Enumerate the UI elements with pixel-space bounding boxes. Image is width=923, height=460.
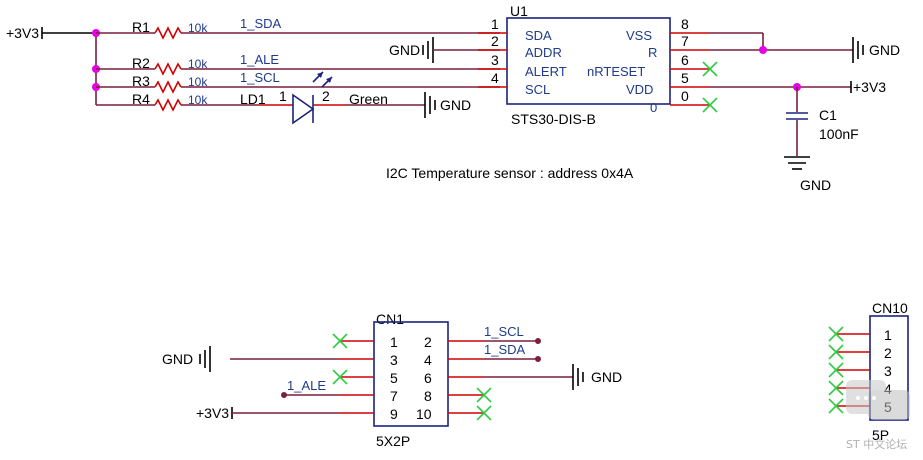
pin-name: nRTESET: [587, 64, 645, 79]
no-connect-marker: [828, 380, 844, 396]
no-connect-marker: [702, 61, 718, 77]
ground-symbol-cn1-right: GND: [484, 364, 622, 390]
capacitor-c1[interactable]: C1 100nF: [786, 87, 859, 156]
junction-dot: [759, 46, 767, 54]
ground-symbol-cn1-left: GND: [162, 346, 340, 372]
no-connect-marker: [828, 344, 844, 360]
net-label-3v3-cn1: +3V3: [196, 405, 229, 421]
connector-ref: CN10: [872, 300, 908, 316]
svg-text:GND: GND: [869, 42, 900, 58]
resistor-ref: R2: [132, 55, 150, 71]
ic-u1[interactable]: U1 1 2 3 4 SDA ADDR ALERT SCL 8 7 6 5 0 …: [478, 3, 710, 127]
net-label-ale: 1_ALE: [240, 52, 279, 67]
no-connect-marker: [332, 333, 348, 349]
svg-text:GND: GND: [162, 351, 193, 367]
svg-text:3: 3: [390, 352, 398, 368]
led-pin2: 2: [322, 88, 330, 104]
schematic-caption: I2C Temperature sensor : address 0x4A: [386, 165, 634, 181]
no-connect-marker: [332, 369, 348, 385]
pin-name: VDD: [626, 82, 653, 97]
svg-text:4: 4: [424, 352, 432, 368]
svg-text:6: 6: [424, 370, 432, 386]
pin-name: ADDR: [525, 45, 562, 60]
resistor-value: 10k: [188, 57, 208, 71]
no-connect-marker: [828, 398, 844, 414]
svg-text:4: 4: [491, 70, 499, 86]
resistor-r3[interactable]: R3 10k: [96, 73, 500, 94]
connector-cn1[interactable]: CN1 1 3 5 7 9 2 4 6 8 10 5X2P: [340, 311, 484, 449]
connector-part: 5P: [872, 427, 889, 443]
pin-name: SDA: [525, 28, 552, 43]
svg-text:2: 2: [491, 33, 499, 49]
no-connect-marker: [828, 326, 844, 342]
net-label-ale-cn1: 1_ALE: [287, 378, 326, 393]
svg-text:GND: GND: [591, 369, 622, 385]
svg-text:8: 8: [424, 388, 432, 404]
pin-name: SCL: [525, 82, 550, 97]
pin-name: ALERT: [525, 64, 567, 79]
pin-name: 0: [650, 100, 657, 115]
svg-text:5: 5: [390, 370, 398, 386]
watermark-text: ST 中文论坛: [846, 437, 907, 451]
resistor-ref: R4: [132, 91, 150, 107]
resistor-r1[interactable]: R1 10k: [96, 19, 500, 40]
capacitor-value: 100nF: [819, 126, 859, 142]
svg-text:7: 7: [390, 388, 398, 404]
ground-symbol-c1: GND: [784, 156, 831, 193]
led-ld1[interactable]: LD1 1 2 Green: [240, 71, 425, 125]
svg-text:5: 5: [681, 70, 689, 86]
svg-text:10: 10: [416, 406, 432, 422]
svg-text:8: 8: [681, 16, 689, 32]
svg-text:1: 1: [884, 327, 892, 343]
ic-part: STS30-DIS-B: [511, 111, 596, 127]
svg-text:2: 2: [424, 334, 432, 350]
svg-text:6: 6: [681, 52, 689, 68]
svg-text:4: 4: [884, 381, 892, 397]
capacitor-ref: C1: [819, 107, 837, 123]
net-label-scl: 1_SCL: [240, 70, 280, 85]
net-label-3v3-right: +3V3: [853, 79, 886, 95]
svg-text:9: 9: [390, 406, 398, 422]
net-label-3v3-left: +3V3: [6, 25, 39, 41]
resistor-ref: R3: [132, 73, 150, 89]
resistor-r4[interactable]: R4 10k: [96, 91, 260, 112]
resistor-r2[interactable]: R2 10k: [96, 55, 500, 76]
ic-ref: U1: [510, 3, 528, 19]
ground-symbol-u1: GND: [852, 37, 900, 63]
svg-text:0: 0: [681, 88, 689, 104]
svg-text:1: 1: [390, 334, 398, 350]
connector-cn10[interactable]: CN10 1 2 3 4 5 5P: [836, 300, 909, 443]
no-connect-marker: [702, 97, 718, 113]
net-label-scl-cn1: 1_SCL: [484, 324, 524, 339]
svg-text:2: 2: [884, 345, 892, 361]
svg-text:1: 1: [491, 16, 499, 32]
connector-part: 5X2P: [376, 433, 410, 449]
connector-ref: CN1: [376, 311, 404, 327]
resistor-value: 10k: [188, 75, 208, 89]
ground-symbol-led: GND: [424, 92, 471, 118]
svg-text:7: 7: [681, 33, 689, 49]
svg-text:GND: GND: [389, 42, 420, 58]
no-connect-marker: [476, 405, 492, 421]
led-color: Green: [349, 91, 388, 107]
svg-text:GND: GND: [440, 97, 471, 113]
pin-name: VSS: [626, 28, 652, 43]
resistor-value: 10k: [188, 93, 208, 107]
no-connect-marker: [828, 362, 844, 378]
pin-name: R: [648, 45, 657, 60]
no-connect-marker: [476, 387, 492, 403]
svg-text:GND: GND: [800, 177, 831, 193]
svg-text:3: 3: [491, 52, 499, 68]
net-label-sda-cn1: 1_SDA: [484, 342, 526, 357]
watermark-logo: [846, 380, 910, 420]
led-ref: LD1: [240, 91, 266, 107]
svg-text:3: 3: [884, 363, 892, 379]
resistor-ref: R1: [132, 19, 150, 35]
led-pin1: 1: [279, 88, 287, 104]
net-label-sda: 1_SDA: [240, 16, 282, 31]
resistor-value: 10k: [188, 21, 208, 35]
